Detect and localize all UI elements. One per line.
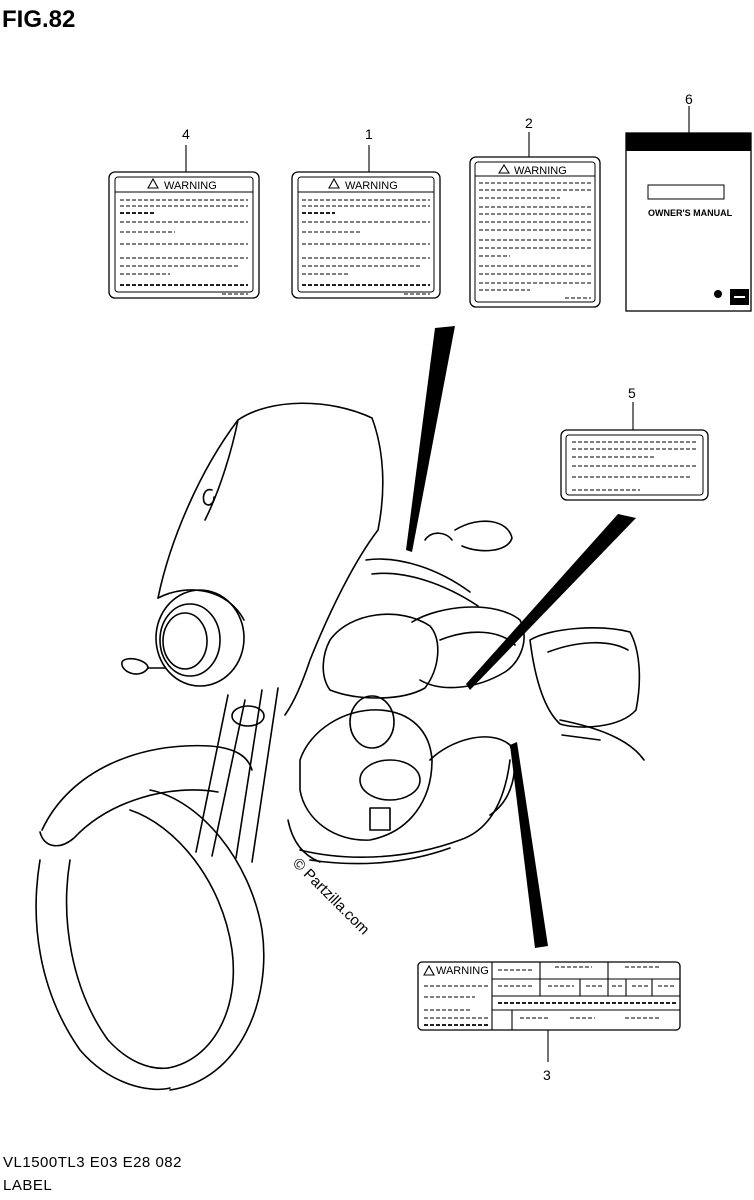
label-1[interactable]: WARNING	[291, 171, 441, 299]
callout-2: 2	[525, 115, 533, 131]
suzuki-logo-icon	[714, 290, 722, 298]
owners-manual-title: OWNER'S MANUAL	[648, 208, 733, 218]
callout-4: 4	[182, 126, 190, 142]
label-3-warning: WARNING	[436, 965, 489, 977]
leader-label-5	[466, 514, 636, 690]
callout-6: 6	[685, 91, 693, 107]
section-name: LABEL	[3, 1177, 53, 1194]
label-2-warning: WARNING	[514, 165, 567, 177]
diagram-code: VL1500TL3 E03 E28 082	[3, 1154, 182, 1171]
label-3[interactable]: WARNING	[417, 961, 681, 1031]
label-1-warning: WARNING	[345, 180, 398, 192]
figure-number: FIG.82	[2, 6, 76, 33]
watermark: © Partzilla.com	[289, 855, 372, 938]
owners-manual-6[interactable]: OWNER'S MANUAL	[625, 132, 752, 312]
leader-label-3	[510, 742, 548, 948]
callout-1: 1	[365, 126, 373, 142]
label-5[interactable]	[560, 429, 709, 501]
label-2[interactable]: WARNING	[469, 156, 601, 308]
callout-5: 5	[628, 385, 636, 401]
leader-label-1	[406, 326, 455, 552]
motorcycle-illustration	[35, 402, 645, 1091]
label-4[interactable]: WARNING	[108, 171, 260, 299]
callout-3: 3	[543, 1067, 551, 1083]
label-4-warning: WARNING	[164, 180, 217, 192]
